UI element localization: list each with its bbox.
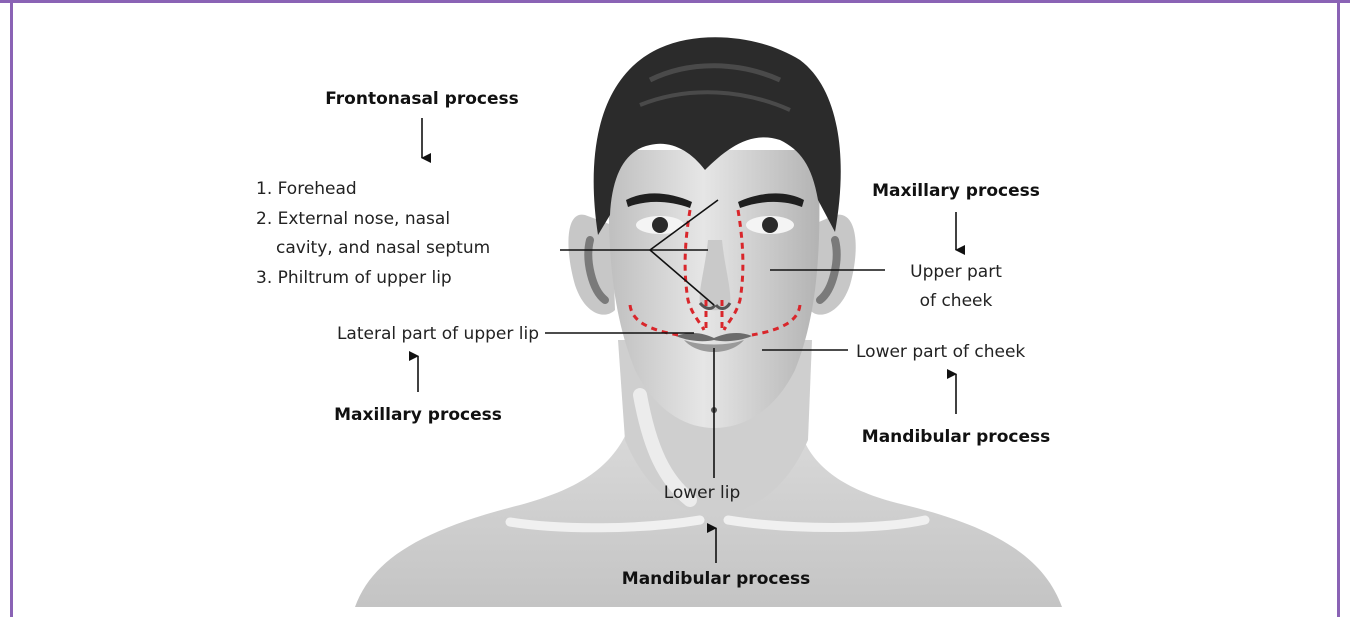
label-forehead: 1. Forehead: [256, 179, 357, 199]
label-frontonasal-process: Frontonasal process: [325, 89, 518, 109]
label-mandibular-process-right: Mandibular process: [862, 427, 1050, 447]
label-lateral-upper-lip: Lateral part of upper lip: [337, 324, 539, 344]
label-philtrum: 3. Philtrum of upper lip: [256, 268, 452, 288]
label-external-nose-2: cavity, and nasal septum: [276, 238, 490, 258]
label-external-nose-1: 2. External nose, nasal: [256, 209, 450, 229]
left-iris: [652, 217, 668, 233]
label-lower-cheek: Lower part of cheek: [856, 342, 1025, 362]
label-upper-cheek-2: of cheek: [920, 291, 993, 311]
label-lower-lip: Lower lip: [664, 483, 741, 503]
label-maxillary-process-left: Maxillary process: [334, 405, 502, 425]
label-upper-cheek-1: Upper part: [910, 262, 1002, 282]
label-mandibular-process-bottom: Mandibular process: [622, 569, 810, 589]
right-iris: [762, 217, 778, 233]
label-maxillary-process-right: Maxillary process: [872, 181, 1040, 201]
